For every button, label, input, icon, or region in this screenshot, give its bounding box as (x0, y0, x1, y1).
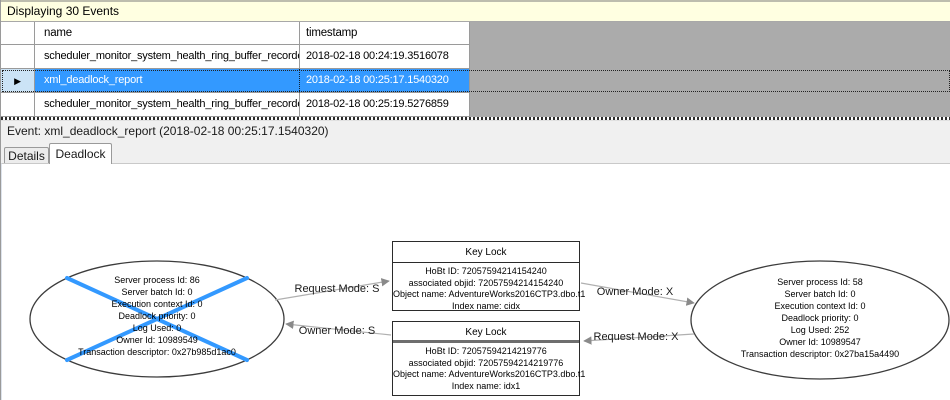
key-lock-node-idx1: Key Lock HoBt ID: 72057594214219776 asso… (392, 321, 586, 396)
tab-details[interactable]: Details (4, 147, 49, 163)
event-row[interactable]: scheduler_monitor_system_health_ring_buf… (1, 93, 950, 117)
tab-deadlock[interactable]: Deadlock (49, 143, 112, 164)
event-timestamp-cell[interactable]: 2018-02-18 00:25:19.5276859 (300, 93, 470, 117)
edge-label-owner-s: Owner Mode: S (299, 325, 375, 337)
grid-splitter[interactable] (1, 117, 950, 121)
edge-label-owner-x: Owner Mode: X (597, 286, 674, 298)
edge-label-request-s: Request Mode: S (295, 283, 380, 295)
victim-process-node (29, 260, 285, 378)
row-gutter (1, 93, 35, 117)
detail-tab-strip: Details Deadlock (1, 142, 950, 164)
grid-header-row: name timestamp (1, 22, 950, 45)
edge-owner-s (285, 320, 392, 336)
event-timestamp-cell[interactable]: 2018-02-18 00:25:17.1540320 (300, 69, 470, 93)
event-detail-label: Event: xml_deadlock_report (2018-02-18 0… (7, 124, 329, 138)
key-lock-title: Key Lock (393, 242, 579, 263)
event-name-cell[interactable]: xml_deadlock_report (35, 69, 300, 93)
victim-cross-icon (65, 276, 249, 362)
edge-owner-x (580, 282, 695, 306)
event-name-cell[interactable]: scheduler_monitor_system_health_ring_buf… (35, 93, 300, 117)
grid-header-gutter (1, 22, 35, 45)
row-selector-icon: ▶ (14, 76, 21, 86)
events-count-bar: Displaying 30 Events (1, 0, 950, 22)
events-grid: name timestamp scheduler_monitor_system_… (1, 22, 950, 117)
event-timestamp-cell[interactable]: 2018-02-18 00:24:19.3516078 (300, 45, 470, 69)
key-lock-title: Key Lock (393, 322, 579, 343)
column-header-timestamp[interactable]: timestamp (300, 22, 470, 45)
edge-request-x (583, 333, 695, 345)
deadlock-graph-svg: Request Mode: S Owner Mode: S Owner Mode… (29, 260, 950, 380)
event-row[interactable]: scheduler_monitor_system_health_ring_buf… (1, 45, 950, 69)
event-detail-bar: Event: xml_deadlock_report (2018-02-18 0… (1, 121, 950, 142)
row-gutter (1, 45, 35, 69)
events-count-label: Displaying 30 Events (7, 4, 120, 18)
edge-label-request-x: Request Mode: X (594, 331, 680, 343)
deadlock-graph-panel: Request Mode: S Owner Mode: S Owner Mode… (1, 163, 950, 400)
key-lock-node-cidx: Key Lock HoBt ID: 72057594214154240 asso… (392, 241, 586, 311)
edge-request-s (274, 278, 390, 301)
column-header-name[interactable]: name (35, 22, 300, 45)
owner-process-node (690, 260, 950, 380)
grid-header-filler (470, 22, 950, 45)
event-row-selected[interactable]: ▶ xml_deadlock_report 2018-02-18 00:25:1… (1, 69, 950, 93)
victim-process-details: Server process Id: 86 Server batch Id: 0… (78, 275, 236, 357)
key-lock-details: HoBt ID: 72057594214154240 associated ob… (393, 266, 586, 311)
row-gutter: ▶ (1, 69, 35, 93)
event-name-cell[interactable]: scheduler_monitor_system_health_ring_buf… (35, 45, 300, 69)
key-lock-details: HoBt ID: 72057594214219776 associated ob… (393, 346, 586, 391)
owner-process-details: Server process Id: 58 Server batch Id: 0… (740, 277, 900, 359)
